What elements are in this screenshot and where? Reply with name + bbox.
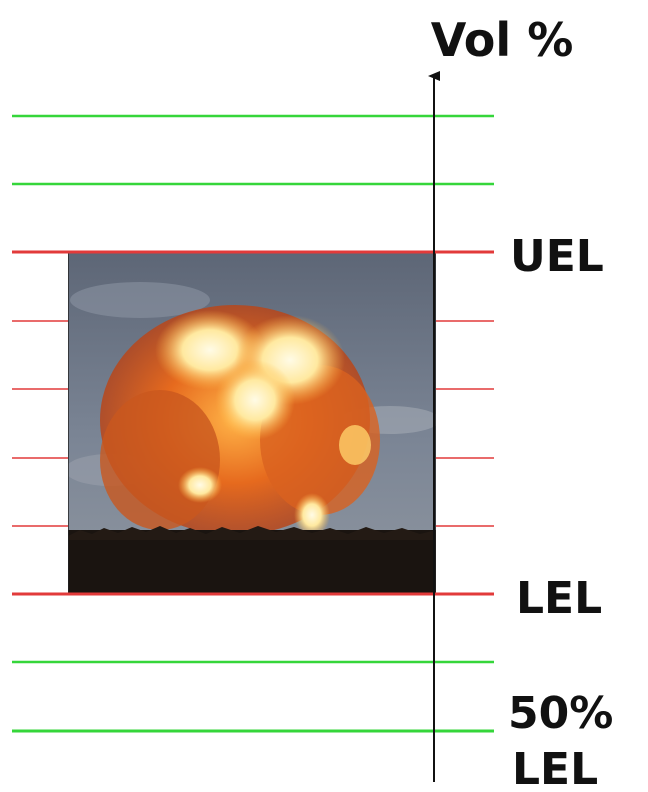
uel-label: UEL — [510, 231, 604, 282]
half-lel-label-line1: 50% — [508, 688, 613, 739]
half-lel-label-line2: LEL — [512, 744, 598, 792]
axis-label: Vol % — [431, 13, 574, 67]
lel-label: LEL — [516, 573, 602, 624]
fireball — [100, 305, 380, 537]
ground — [68, 530, 436, 594]
cloud — [70, 282, 210, 318]
explosion-photo — [68, 252, 436, 594]
flammable-range-lines — [12, 250, 494, 596]
treeline — [68, 526, 436, 540]
safe-range-lines — [12, 114, 494, 733]
